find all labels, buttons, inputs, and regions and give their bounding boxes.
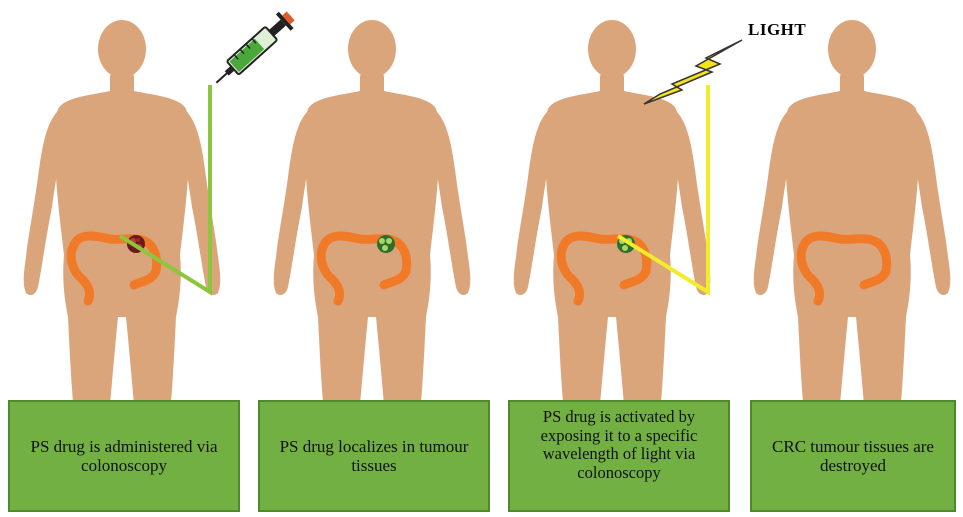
caption-step-2-text: PS drug localizes in tumour tissues [270, 437, 478, 475]
lightning-bolt-icon [644, 40, 742, 104]
syringe-icon [209, 8, 298, 91]
caption-step-3-text: PS drug is activated by exposing it to a… [520, 408, 718, 482]
caption-step-4: CRC tumour tissues are destroyed [750, 400, 956, 512]
caption-step-3: PS drug is activated by exposing it to a… [508, 400, 730, 512]
tumour-with-drug-icon [377, 235, 395, 253]
caption-step-4-text: CRC tumour tissues are destroyed [762, 437, 944, 475]
caption-step-1-text: PS drug is administered via colonoscopy [20, 437, 228, 475]
caption-step-1: PS drug is administered via colonoscopy [8, 400, 240, 512]
light-label: LIGHT [748, 20, 806, 40]
caption-step-2: PS drug localizes in tumour tissues [258, 400, 490, 512]
